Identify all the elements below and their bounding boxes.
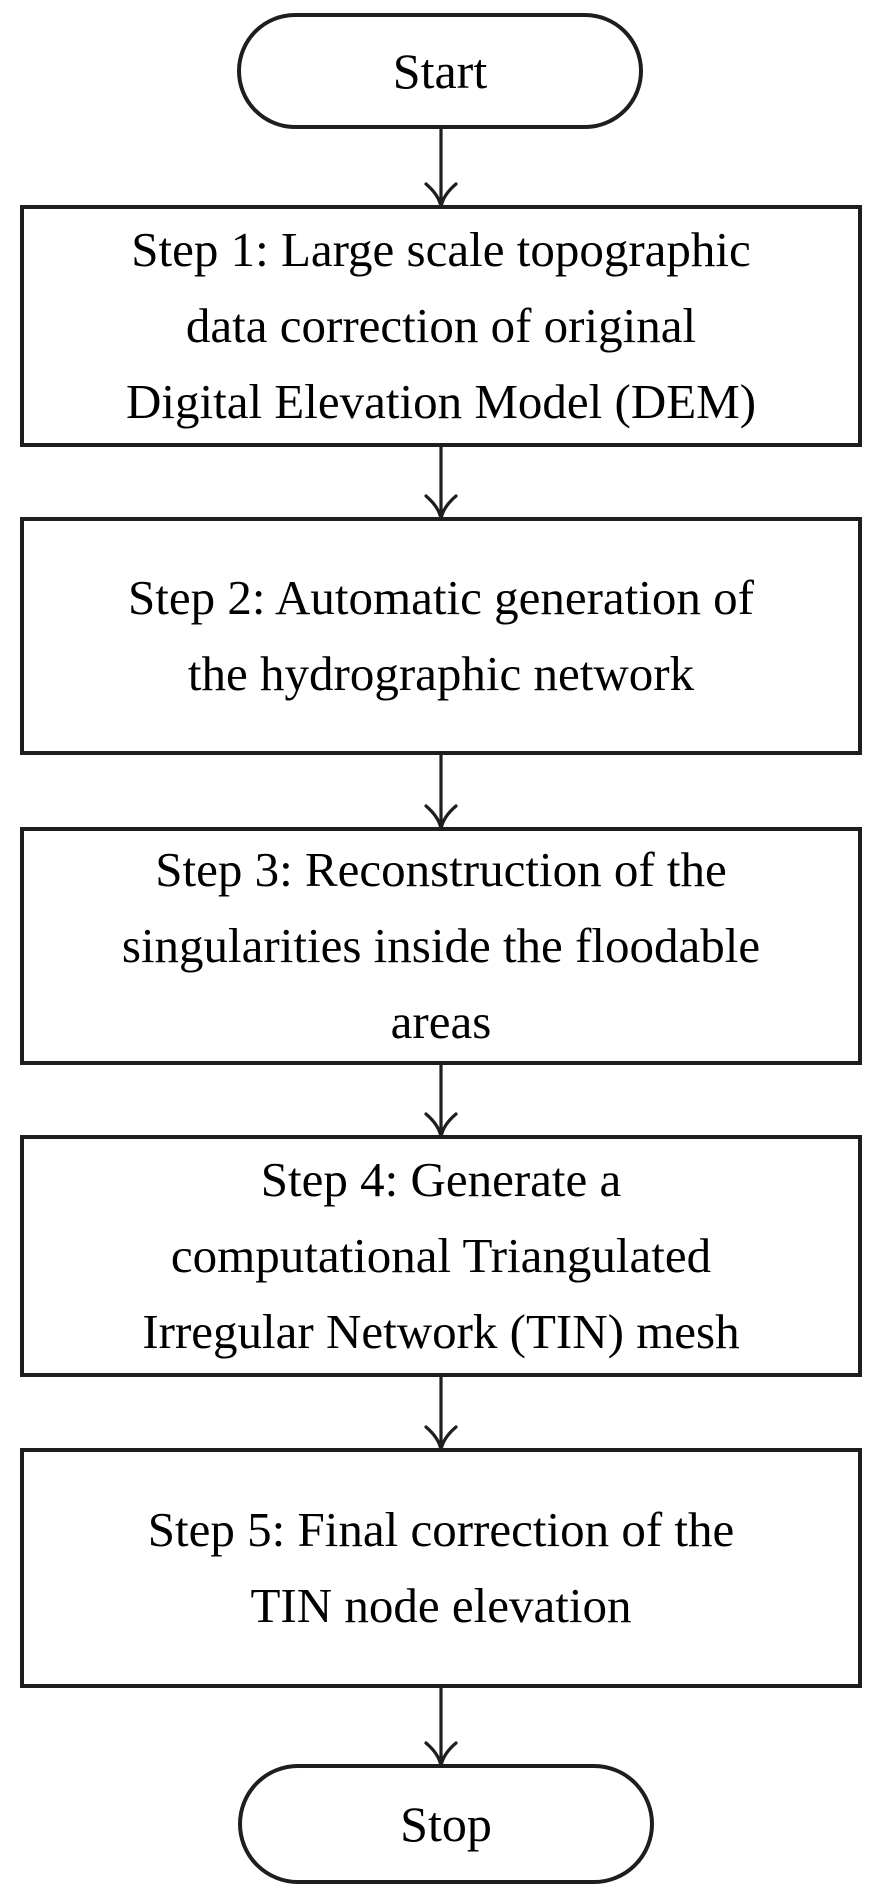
node-stop-label: Stop: [400, 1796, 492, 1852]
arrow-down-step1-to-step2: [424, 445, 458, 521]
node-step4-process: Step 4: Generate a computational Triangu…: [20, 1135, 862, 1377]
node-step5-process: Step 5: Final correction of the TIN node…: [20, 1448, 862, 1688]
node-start-label: Start: [392, 43, 488, 99]
node-step1-process: Step 1: Large scale topographic data cor…: [20, 205, 862, 447]
node-start-terminator: Start: [237, 13, 643, 129]
arrow-down-step5-to-stop: [424, 1686, 458, 1768]
node-step1-label: Step 1: Large scale topographic data cor…: [125, 222, 757, 429]
arrow-down-step4-to-step5: [424, 1375, 458, 1452]
node-step3-label: Step 3: Reconstruction of the singularit…: [121, 842, 761, 1049]
node-step3-process: Step 3: Reconstruction of the singularit…: [20, 827, 862, 1065]
node-step2-label: Step 2: Automatic generation of the hydr…: [128, 570, 754, 701]
arrow-down-start-to-step1: [424, 127, 458, 209]
node-step5-label: Step 5: Final correction of the TIN node…: [147, 1502, 735, 1633]
arrow-down-step3-to-step4: [424, 1063, 458, 1139]
arrow-down-step2-to-step3: [424, 753, 458, 831]
node-step2-process: Step 2: Automatic generation of the hydr…: [20, 517, 862, 755]
node-step4-label: Step 4: Generate a computational Triangu…: [142, 1152, 740, 1359]
node-stop-terminator: Stop: [238, 1764, 654, 1884]
